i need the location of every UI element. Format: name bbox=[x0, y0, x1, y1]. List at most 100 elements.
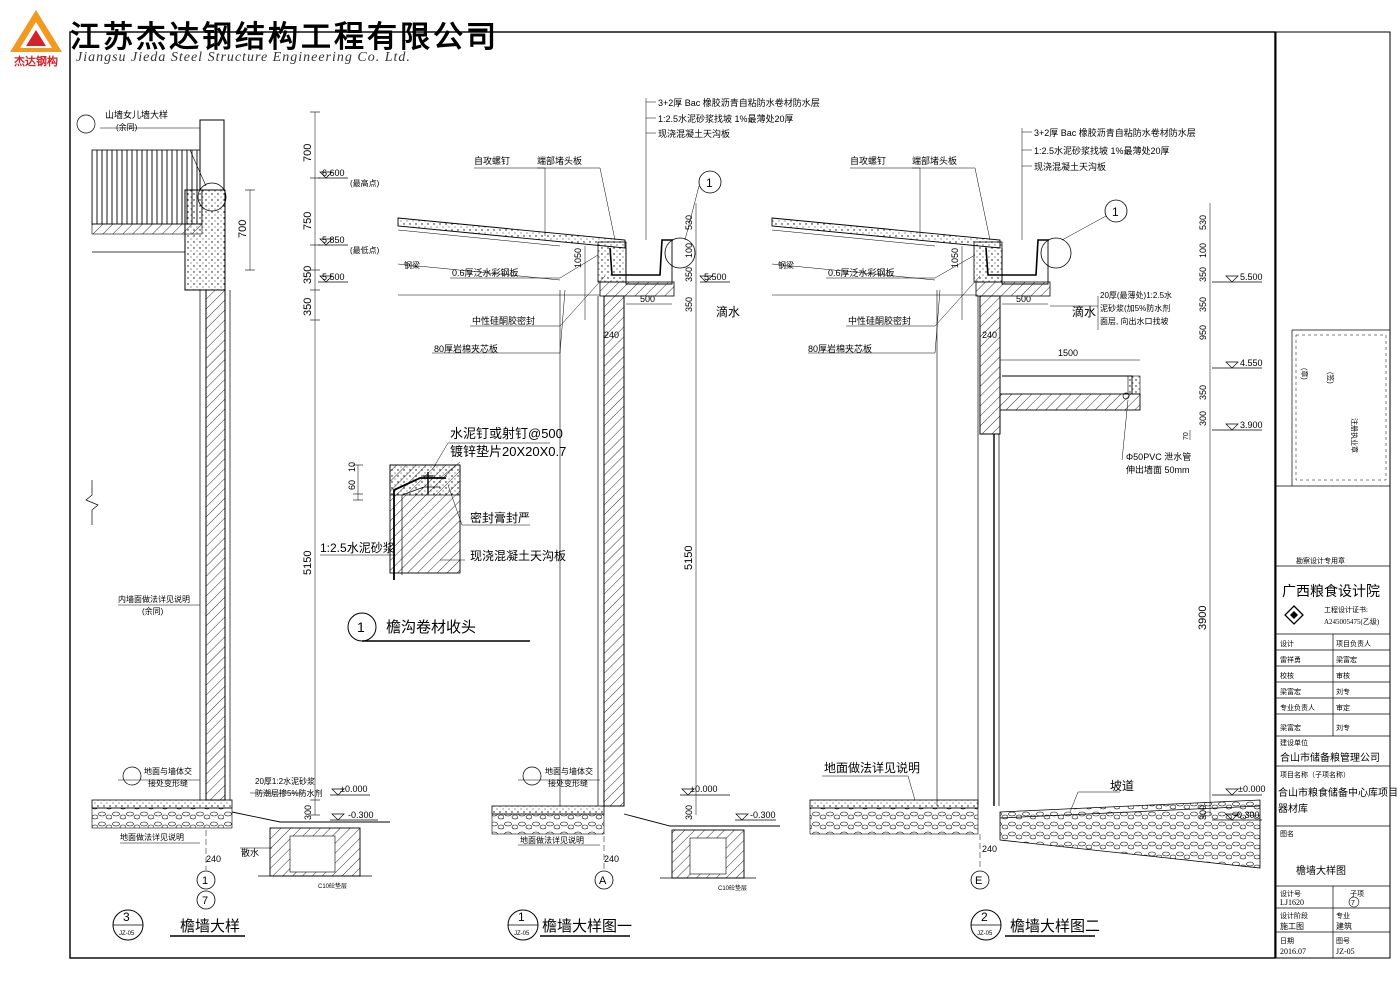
elev-floor: ±0.000 bbox=[690, 784, 717, 794]
floor-slab bbox=[809, 799, 979, 809]
gutter-termination-detail: 水泥钉或射钉@500 镀锌垫片20X20X0.7 密封膏封严 1:2.5水泥砂浆… bbox=[320, 426, 566, 642]
design-no: LJ1620 bbox=[1280, 898, 1304, 907]
label-steel-sheet: 0.6厚泛水彩钢板 bbox=[452, 267, 519, 278]
roof-note: 现浇混凝土天沟板 bbox=[658, 128, 730, 139]
elev: 5.500 bbox=[704, 272, 727, 282]
label-steel-beam: 钢梁 bbox=[404, 260, 420, 270]
section-tag-sheet: JZ-05 bbox=[977, 931, 993, 937]
dim: 300 bbox=[1198, 411, 1208, 426]
callout-bubble bbox=[698, 170, 722, 194]
project-sub: 器材库 bbox=[1278, 802, 1308, 815]
masonry-wall bbox=[603, 295, 625, 807]
drawing-frame bbox=[69, 31, 1276, 959]
dim: 750 bbox=[302, 212, 314, 230]
masonry-wall bbox=[205, 289, 226, 801]
callout-num: 1 bbox=[706, 176, 713, 190]
dim: 240 bbox=[982, 844, 997, 854]
detail-title: 檐沟卷材收头 bbox=[386, 619, 476, 636]
section-tag-sheet: JZ-05 bbox=[514, 931, 530, 937]
canopy-slab bbox=[999, 393, 1141, 411]
axis-label: 7 bbox=[202, 895, 208, 907]
axis-label: E bbox=[975, 875, 982, 887]
nail-note: 水泥钉或射钉@500 bbox=[450, 426, 563, 441]
label-sealant: 中性硅酮胶密封 bbox=[472, 315, 535, 326]
section-tag-num: 2 bbox=[981, 910, 988, 924]
axis-bubble bbox=[196, 890, 216, 910]
detail-2: 3+2厚 Bac 橡胶沥青自粘防水卷材防水层 1:2.5水泥砂浆找坡 1%最薄处… bbox=[771, 127, 1265, 941]
slab-note: 现浇混凝土天沟板 bbox=[470, 548, 566, 563]
detail-title: 檐墙大样图一 bbox=[542, 918, 632, 935]
discipline: 建筑 bbox=[1336, 921, 1352, 931]
sign-cell: 项目负责人 bbox=[1336, 639, 1371, 648]
sign-cell: 审核 bbox=[1336, 671, 1350, 680]
elev-low: 5.500 bbox=[322, 272, 345, 282]
canopy-note: 面层, 向出水口找坡 bbox=[1100, 316, 1168, 326]
canopy-note: 20厚(最薄处)1:2.5水 bbox=[1100, 290, 1172, 300]
axis-label: A bbox=[599, 875, 607, 887]
joint-note: 地面与墙体交 bbox=[545, 766, 593, 776]
stamp-line: (签) bbox=[1326, 372, 1335, 384]
section-tag-num: 3 bbox=[123, 910, 130, 924]
grade-label: C10砼垫层 bbox=[718, 884, 747, 892]
seal-note: 密封膏封严 bbox=[470, 510, 530, 525]
inner-wall-note: 内墙面做法详见说明 bbox=[118, 594, 190, 604]
elev-mid: 5.850 bbox=[322, 235, 345, 245]
dim: 240 bbox=[206, 854, 221, 864]
gutter-block bbox=[597, 241, 627, 283]
dim: 350 bbox=[684, 267, 694, 282]
dim: 5150 bbox=[302, 551, 314, 575]
dim: 700 bbox=[302, 144, 314, 162]
gutter-profile bbox=[985, 239, 1049, 276]
callout-bubble bbox=[522, 766, 542, 786]
elev-ground: -0.300 bbox=[750, 810, 776, 820]
dim: 3900 bbox=[1197, 606, 1209, 630]
joint-note: 接处变形缝 bbox=[548, 778, 588, 788]
dim: 950 bbox=[1198, 325, 1208, 340]
institute-logo bbox=[1284, 605, 1304, 625]
cert-label: 工程设计证书: bbox=[1324, 605, 1368, 614]
label-panel: 80厚岩棉夹芯板 bbox=[808, 343, 872, 354]
floor-slab bbox=[491, 805, 605, 815]
dim: 100 bbox=[684, 243, 694, 258]
sign-cell: 梁富宏 bbox=[1280, 723, 1301, 732]
client-label: 建设单位 bbox=[1280, 738, 1308, 747]
company-logo: 杰达钢构 bbox=[10, 10, 62, 68]
sandwich-panel bbox=[771, 217, 1001, 249]
design-no-label: 设计号 bbox=[1280, 889, 1301, 898]
dim: 240 bbox=[604, 330, 619, 340]
callout-bubble bbox=[76, 114, 96, 134]
elev-b: 4.550 bbox=[1240, 358, 1263, 368]
parapet bbox=[199, 119, 225, 191]
dim: 240 bbox=[604, 854, 619, 864]
sign-cell: 雷祥勇 bbox=[1280, 655, 1301, 664]
title-block-frame bbox=[1275, 31, 1391, 959]
date: 2016.07 bbox=[1280, 947, 1306, 956]
floor-note: 地面做法详见说明 bbox=[520, 835, 584, 845]
gutter-slab bbox=[599, 281, 675, 297]
parapet-beam bbox=[184, 189, 226, 291]
floor-gravel bbox=[809, 807, 979, 835]
floor-gravel bbox=[91, 807, 233, 829]
elev-ground: -0.300 bbox=[1234, 810, 1260, 820]
dim: 530 bbox=[684, 215, 694, 230]
client-name: 合山市储备粮管理公司 bbox=[1280, 751, 1380, 764]
detail-callout-circle bbox=[1040, 237, 1072, 269]
floor-gravel bbox=[491, 813, 605, 835]
sheet-no: JZ-05 bbox=[1336, 947, 1355, 956]
label-steel-beam: 钢梁 bbox=[778, 260, 794, 270]
roof-note: 3+2厚 Bac 橡胶沥青自粘防水卷材防水层 bbox=[658, 97, 820, 108]
axis-bubble bbox=[196, 870, 216, 890]
dim: 350 bbox=[302, 266, 314, 284]
canopy-width: 1500 bbox=[1058, 348, 1078, 358]
axis-bubble bbox=[970, 870, 990, 890]
mortar-note: 20厚1:2水泥砂浆 bbox=[255, 776, 315, 786]
project-label: 项目名称（子项名称） bbox=[1280, 770, 1350, 779]
svg-text:杰达钢构: 杰达钢构 bbox=[14, 54, 58, 68]
roof-panel-corrugated bbox=[91, 149, 203, 225]
floor-note: 地面做法详见说明 bbox=[824, 760, 920, 775]
elev-ground: -0.300 bbox=[348, 810, 374, 820]
sheet-label: 图号 bbox=[1336, 937, 1350, 945]
axis-bubble bbox=[594, 870, 614, 890]
dim: 70 bbox=[1183, 432, 1190, 440]
